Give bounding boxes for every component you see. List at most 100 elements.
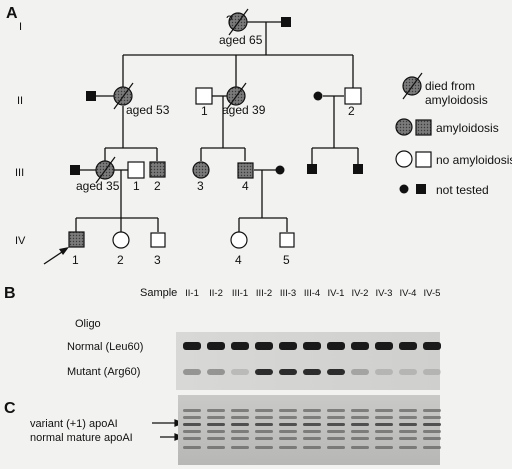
legend-no-amyloidosis: no amyloidosis <box>436 153 512 167</box>
sample-label-iv-3: IV-3 <box>376 288 393 299</box>
mutant-band-iv-4 <box>399 369 417 375</box>
individual-iii-4-spouse <box>275 165 285 175</box>
individual-i-1 <box>228 8 249 36</box>
mutant-bands <box>183 369 441 375</box>
gel-c-band <box>207 437 225 440</box>
gel-c-band <box>231 430 249 433</box>
sample-label-iii-4: III-4 <box>304 288 320 299</box>
gel-c-band <box>399 409 417 412</box>
legend-affected-circle <box>395 118 413 136</box>
gel-c-band <box>231 416 249 419</box>
mutant-band-iii-3 <box>279 369 297 375</box>
gel-c-band <box>327 446 345 449</box>
gel-c-band <box>327 423 345 426</box>
age-label-ii-left: aged 53 <box>126 103 170 117</box>
pedigree-chart <box>75 21 359 232</box>
normal-band-iv-4 <box>399 342 417 350</box>
proband-arrow <box>43 247 69 265</box>
gel-c-band <box>399 437 417 440</box>
gel-c-band <box>399 446 417 449</box>
normal-band-ii-1 <box>183 342 201 350</box>
individual-ii-left <box>113 82 134 110</box>
individual-ii-1 <box>195 87 213 105</box>
sample-label-iv-1: IV-1 <box>328 288 345 299</box>
gel-c-band <box>255 416 273 419</box>
id-label-iv-2: 2 <box>117 253 124 267</box>
gel-c-band <box>279 437 297 440</box>
id-label-iv-1: 1 <box>72 253 79 267</box>
normal-band-iii-1 <box>231 342 249 350</box>
gel-c-band <box>351 416 369 419</box>
individual-iv-2 <box>112 231 130 249</box>
age-label-ii-mid: aged 39 <box>222 103 266 117</box>
generation-label-iv: IV <box>15 235 26 247</box>
mutant-band-iv-2 <box>351 369 369 375</box>
mutant-band-iii-2 <box>255 369 273 375</box>
normal-band-iv-2 <box>351 342 369 350</box>
sample-label-iv-4: IV-4 <box>400 288 417 299</box>
gel-c-band <box>399 423 417 426</box>
mutant-band-iv-3 <box>375 369 393 375</box>
gel-c-band <box>303 423 321 426</box>
gel-c-band <box>303 416 321 419</box>
gel-c-band <box>423 437 441 440</box>
id-label-iii-3: 3 <box>197 179 204 193</box>
mutant-band-iii-4 <box>303 369 321 375</box>
legend-not-tested-square <box>416 184 426 194</box>
individual-iv-4 <box>230 231 248 249</box>
age-label-i: aged 65 <box>219 33 263 47</box>
gel-c-band <box>327 437 345 440</box>
individual-ii-mid <box>226 82 247 110</box>
legend-not-tested-circle <box>399 184 409 194</box>
gel-c-band <box>375 430 393 433</box>
gel-c-band <box>375 437 393 440</box>
individual-ii-left-spouse <box>86 91 96 101</box>
gel-c-band <box>279 430 297 433</box>
gel-c-band <box>327 409 345 412</box>
individual-iii-4 <box>237 162 254 179</box>
generation-label-i: I <box>19 21 22 33</box>
sample-label-iv-5: IV-5 <box>424 288 441 299</box>
gel-c-band <box>279 416 297 419</box>
gel-c-band <box>351 446 369 449</box>
gel-c-band <box>183 423 201 426</box>
gel-c-band <box>351 423 369 426</box>
legend-unaffected-circle <box>395 150 413 168</box>
mutant-band-iv-5 <box>423 369 441 375</box>
normal-band-ii-2 <box>207 342 225 350</box>
id-label-iii-4: 4 <box>242 179 249 193</box>
normal-band-iv-1 <box>327 342 345 350</box>
individual-iii-1 <box>127 161 145 179</box>
gel-c-band <box>207 416 225 419</box>
individual-iii-right-2 <box>353 164 363 174</box>
sample-label-iii-1: III-1 <box>232 288 248 299</box>
id-label-iii-1: 1 <box>133 179 140 193</box>
question-mark: ? <box>226 13 233 27</box>
gel-c-band <box>375 416 393 419</box>
gel-c-band <box>231 409 249 412</box>
legend-unaffected-square <box>415 151 432 168</box>
sample-label-iii-2: III-2 <box>256 288 272 299</box>
individual-ii-right-spouse <box>313 91 323 101</box>
normal-band-iv-5 <box>423 342 441 350</box>
normal-band-iii-2 <box>255 342 273 350</box>
legend-died-line1: died from <box>425 79 475 93</box>
gel-c-band <box>375 446 393 449</box>
individual-i-2 <box>281 17 291 27</box>
normal-band-iii-4 <box>303 342 321 350</box>
sample-label-ii-1: II-1 <box>185 288 199 299</box>
gel-c-band <box>303 437 321 440</box>
gel-c-band <box>423 423 441 426</box>
gel-c-band <box>183 416 201 419</box>
gel-c-band <box>399 416 417 419</box>
gel-c-band <box>303 430 321 433</box>
gel-c-band <box>183 430 201 433</box>
gel-c-band <box>183 446 201 449</box>
panel-label-c: C <box>4 400 16 417</box>
gel-c-band <box>255 437 273 440</box>
individual-iii-left-spouse <box>70 165 80 175</box>
gel-c-band <box>351 409 369 412</box>
gel-c-band <box>303 409 321 412</box>
panel-label-a: A <box>6 5 18 22</box>
